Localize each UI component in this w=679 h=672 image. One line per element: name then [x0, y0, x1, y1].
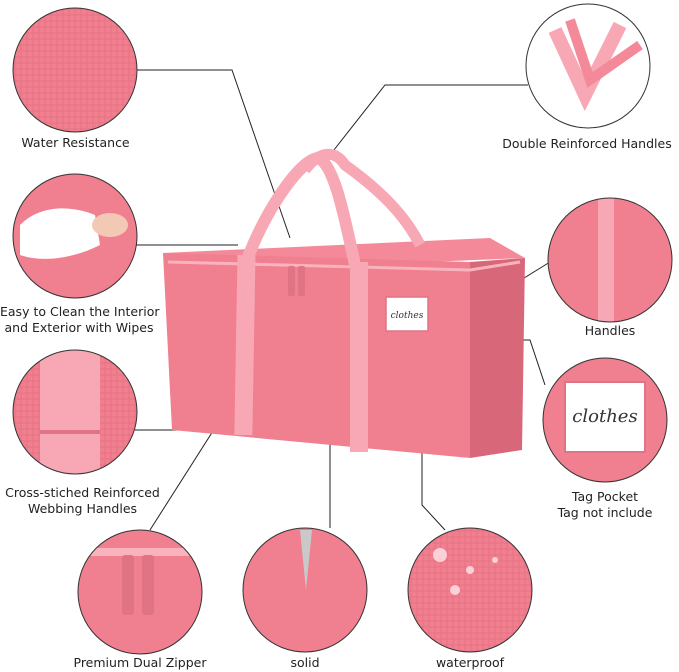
detail-waterproof	[408, 528, 532, 652]
label-water-resistance: Water Resistance	[21, 135, 130, 150]
detail-cross-stitched	[13, 350, 137, 474]
label-easy-clean-2: and Exterior with Wipes	[4, 320, 154, 335]
label-tag-pocket-1: Tag Pocket	[571, 489, 639, 504]
label-handles: Handles	[584, 323, 636, 338]
tag-word-large: clothes	[572, 406, 637, 427]
label-tag-pocket-2: Tag not include	[557, 505, 653, 520]
label-easy-clean-1: Easy to Clean the Interior	[0, 304, 160, 319]
storage-bag: clothes	[163, 148, 525, 458]
detail-water-resistance	[13, 8, 137, 132]
label-cross-stitched-1: Cross-stiched Reinforced	[5, 485, 160, 500]
label-double-handles: Double Reinforced Handles	[502, 136, 672, 151]
detail-tag-pocket	[543, 358, 667, 482]
detail-double-handles	[526, 4, 650, 128]
detail-dual-zipper	[78, 530, 202, 654]
label-cross-stitched-2: Webbing Handles	[27, 501, 138, 516]
label-solid: solid	[290, 655, 320, 670]
tag-word-small: clothes	[391, 311, 424, 321]
detail-easy-clean	[13, 174, 137, 298]
label-dual-zipper: Premium Dual Zipper	[73, 655, 207, 670]
detail-handles	[548, 198, 672, 322]
label-waterproof: waterproof	[435, 655, 505, 670]
detail-solid	[243, 528, 367, 652]
